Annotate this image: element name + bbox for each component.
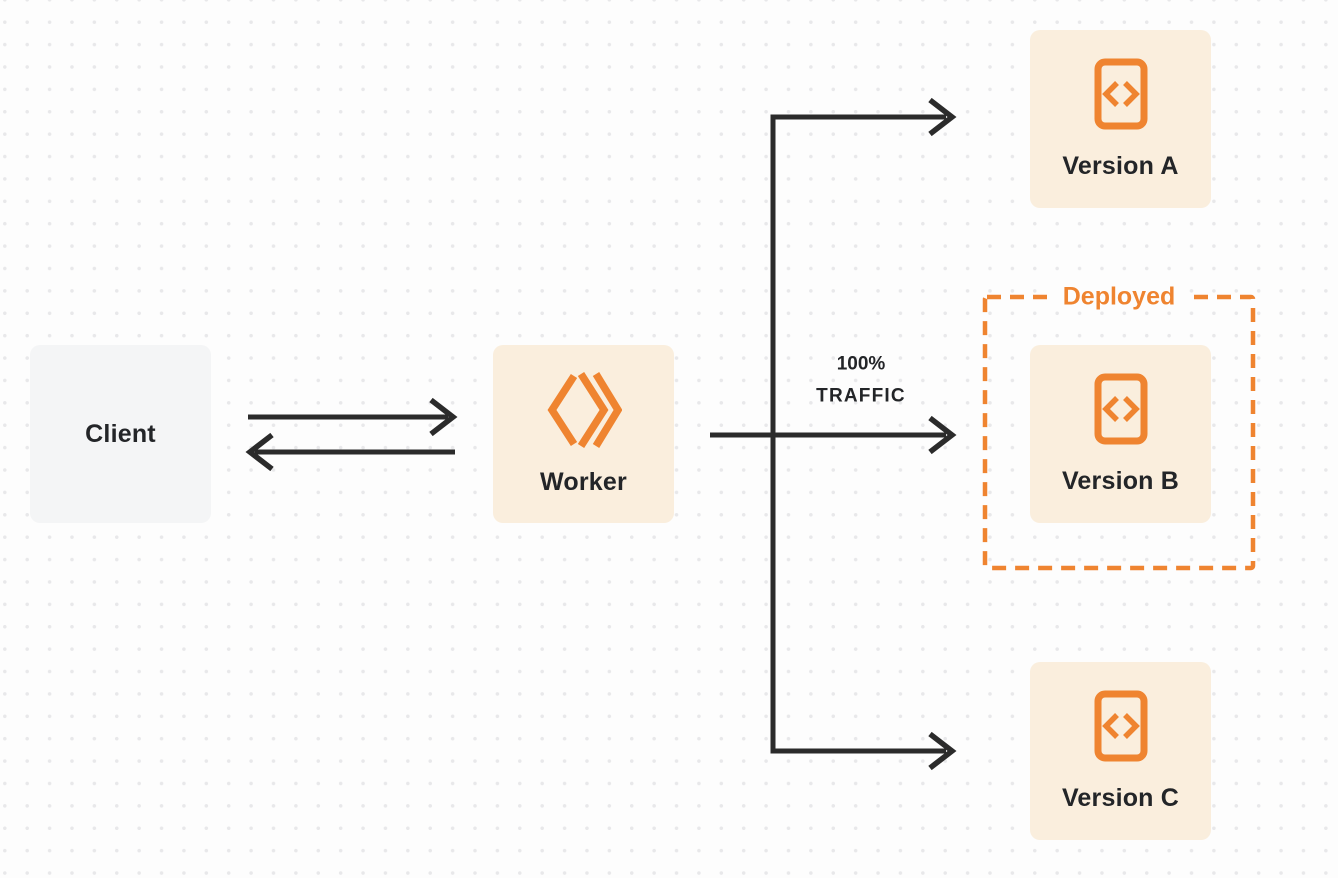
node-worker: Worker xyxy=(493,345,674,523)
node-version-b: Version B xyxy=(1030,345,1211,523)
arrowhead-to-version-b xyxy=(928,415,957,455)
workers-logo-icon xyxy=(546,371,622,448)
arrowhead-worker-to-client xyxy=(245,432,274,472)
node-version-a: Version A xyxy=(1030,30,1211,208)
node-version-c: Version C xyxy=(1030,662,1211,840)
client-label: Client xyxy=(85,419,156,448)
version-b-label: Version B xyxy=(1061,466,1180,495)
traffic-percent: 100% xyxy=(836,353,886,375)
traffic-word: TRAFFIC xyxy=(816,386,906,407)
code-file-icon xyxy=(1094,373,1148,445)
node-client: Client xyxy=(30,345,211,523)
arrowhead-to-version-c xyxy=(928,731,957,771)
traffic-annotation: 100% TRAFFIC xyxy=(816,349,906,414)
branch-trunk xyxy=(770,114,946,754)
worker-label: Worker xyxy=(540,467,627,496)
version-a-label: Version A xyxy=(1062,151,1179,180)
code-file-icon xyxy=(1094,58,1148,130)
version-c-label: Version C xyxy=(1061,783,1180,812)
deployed-label: Deployed xyxy=(1049,282,1189,312)
code-file-icon xyxy=(1094,690,1148,762)
arrowhead-client-to-worker xyxy=(429,397,458,437)
arrowhead-to-version-a xyxy=(928,97,957,137)
